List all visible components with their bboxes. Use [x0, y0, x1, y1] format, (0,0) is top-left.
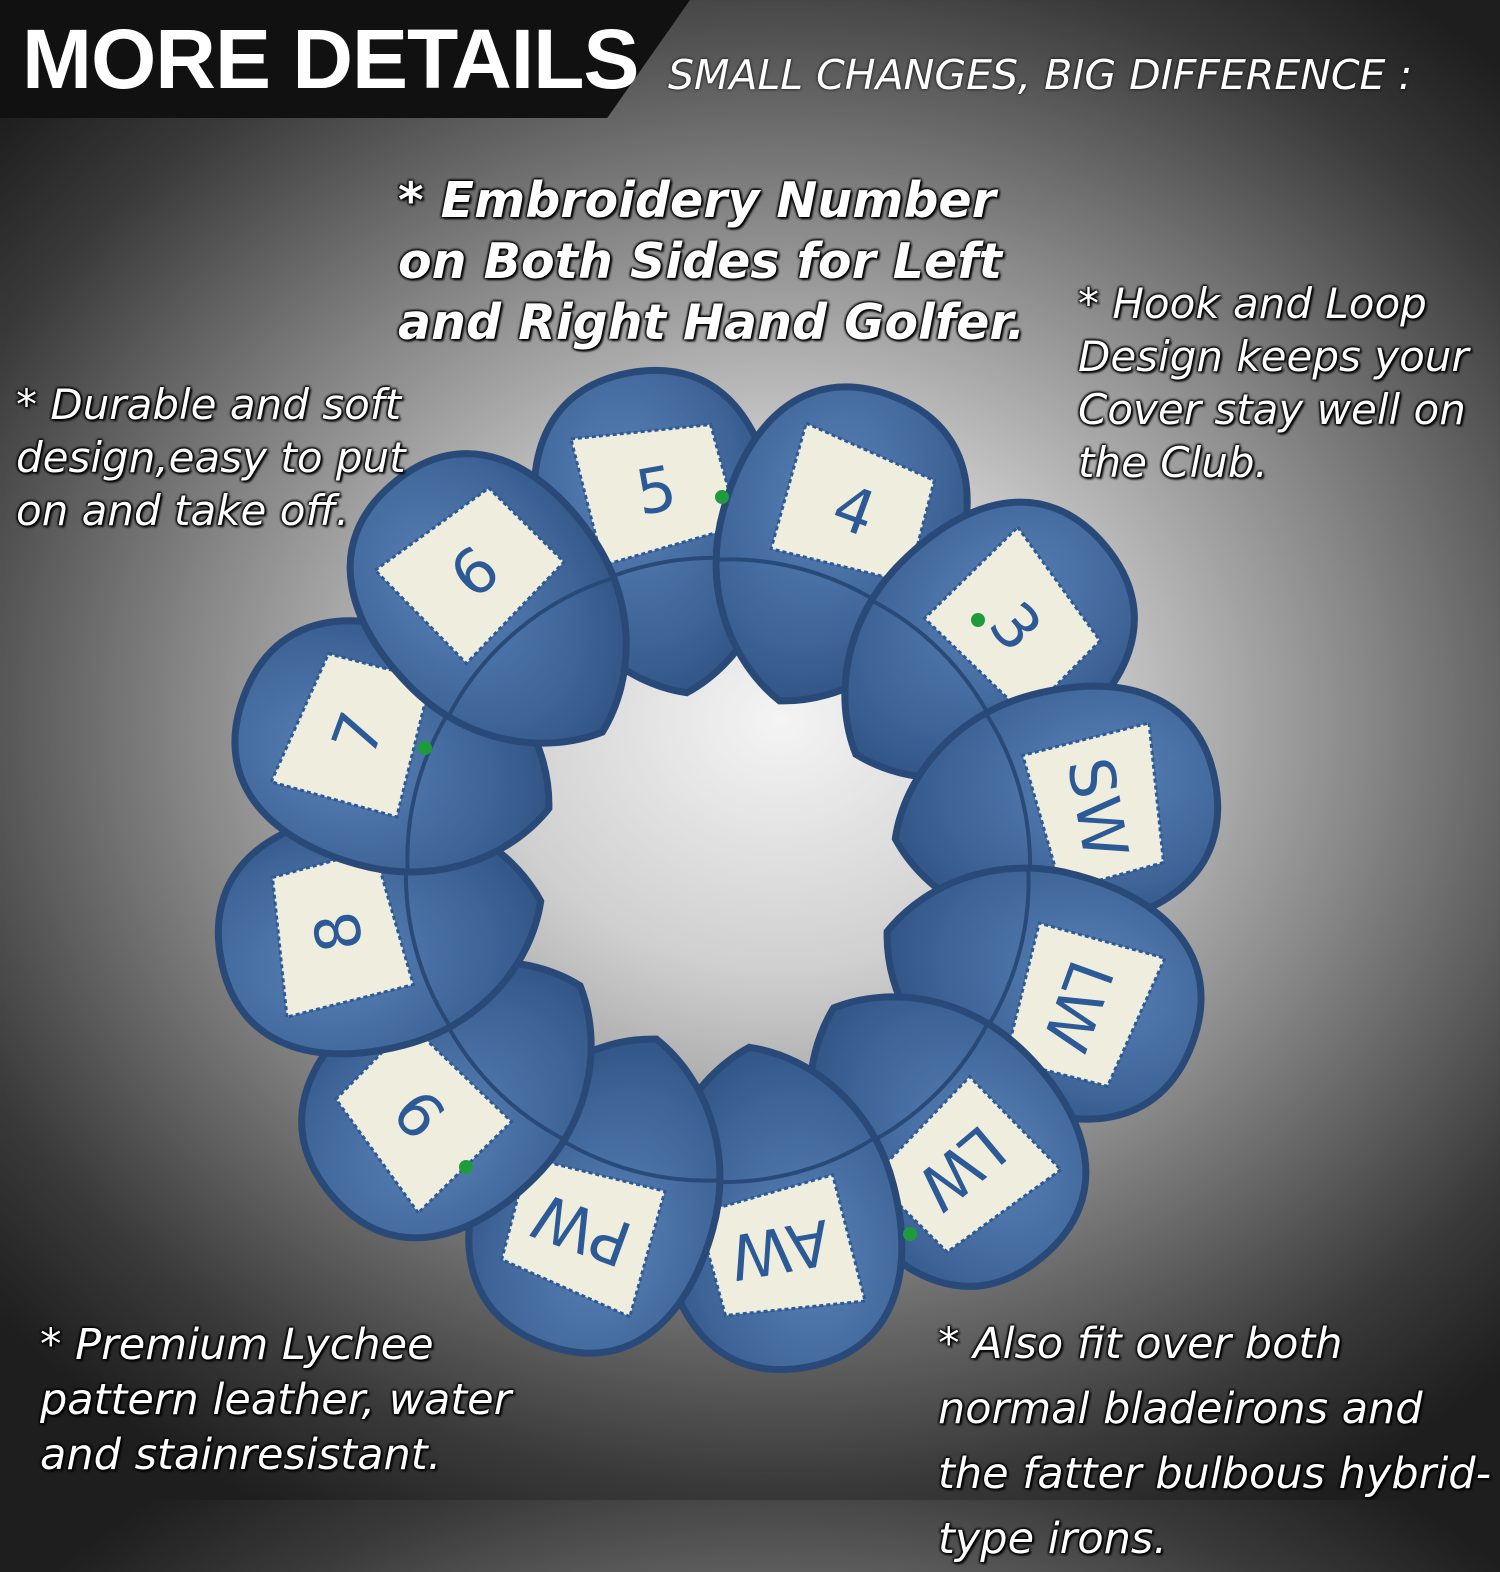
iron-cover-6-11: 6 [346, 450, 630, 747]
cover-number-patch [372, 485, 567, 666]
header-banner [0, 0, 690, 118]
iron-cover-sw-3: SW [891, 682, 1222, 932]
cover-number-label: SW [1053, 752, 1142, 864]
iron-cover-8-9: 8 [214, 808, 545, 1058]
iron-cover-aw-6: AW [656, 1043, 906, 1374]
marker-dot [715, 490, 729, 504]
marker-dot [418, 741, 432, 755]
marker-dot [971, 613, 985, 627]
callout-durable: * Durable and soft design,easy to put on… [16, 380, 406, 535]
callout-hook-loop: * Hook and Loop Design keeps your Cover … [1078, 279, 1469, 487]
page-subtitle: SMALL CHANGES, BIG DIFFERENCE : [668, 51, 1413, 99]
callout-fit: * Also fit over both normal bladeirons a… [938, 1319, 1492, 1564]
marker-dot [903, 1227, 917, 1241]
cover-number-label: AW [724, 1205, 835, 1294]
cover-seam [445, 575, 617, 720]
callout-lychee-leather: * Premium Lychee pattern leather, water … [40, 1320, 512, 1480]
callout-embroidery: * Embroidery Number on Both Sides for Le… [398, 172, 1026, 351]
page-title: MORE DETAILS [22, 12, 639, 106]
marker-dot [459, 1160, 473, 1174]
